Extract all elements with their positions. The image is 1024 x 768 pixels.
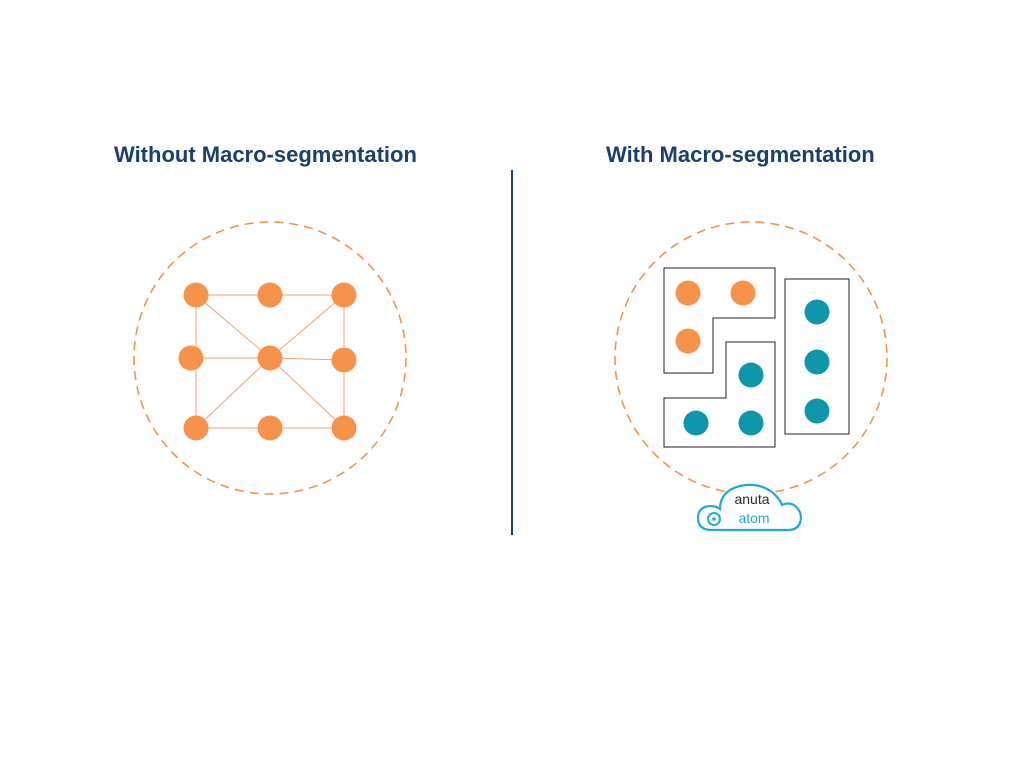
node — [675, 328, 701, 354]
node — [257, 282, 283, 308]
node — [804, 398, 830, 424]
node — [257, 415, 283, 441]
node — [183, 415, 209, 441]
network-nodes — [178, 282, 357, 441]
with-macro-segmentation-title: With Macro-segmentation — [606, 142, 875, 167]
without-macro-segmentation-title: Without Macro-segmentation — [114, 142, 417, 167]
network-boundary-circle — [133, 221, 407, 495]
logo-atom-text: atom — [738, 510, 769, 526]
node — [683, 410, 709, 436]
node — [804, 349, 830, 375]
node — [331, 282, 357, 308]
node — [730, 280, 756, 306]
node — [178, 345, 204, 371]
cloud-icon — [696, 483, 803, 532]
node — [738, 410, 764, 436]
node — [738, 362, 764, 388]
link — [195, 357, 271, 429]
anuta-atom-cloud-logo: anuta atom — [696, 483, 803, 532]
link — [269, 357, 345, 429]
logo-anuta-text: anuta — [734, 491, 769, 507]
teal-segment-nodes — [683, 299, 830, 436]
link — [269, 294, 345, 359]
node — [804, 299, 830, 325]
node — [183, 282, 209, 308]
center-divider — [511, 170, 513, 535]
node — [331, 347, 357, 373]
orange-segment-nodes — [675, 280, 756, 354]
node — [257, 345, 283, 371]
atom-icon-core — [712, 517, 716, 521]
link — [195, 294, 271, 359]
node — [675, 280, 701, 306]
atom-icon — [707, 512, 721, 526]
node — [331, 415, 357, 441]
